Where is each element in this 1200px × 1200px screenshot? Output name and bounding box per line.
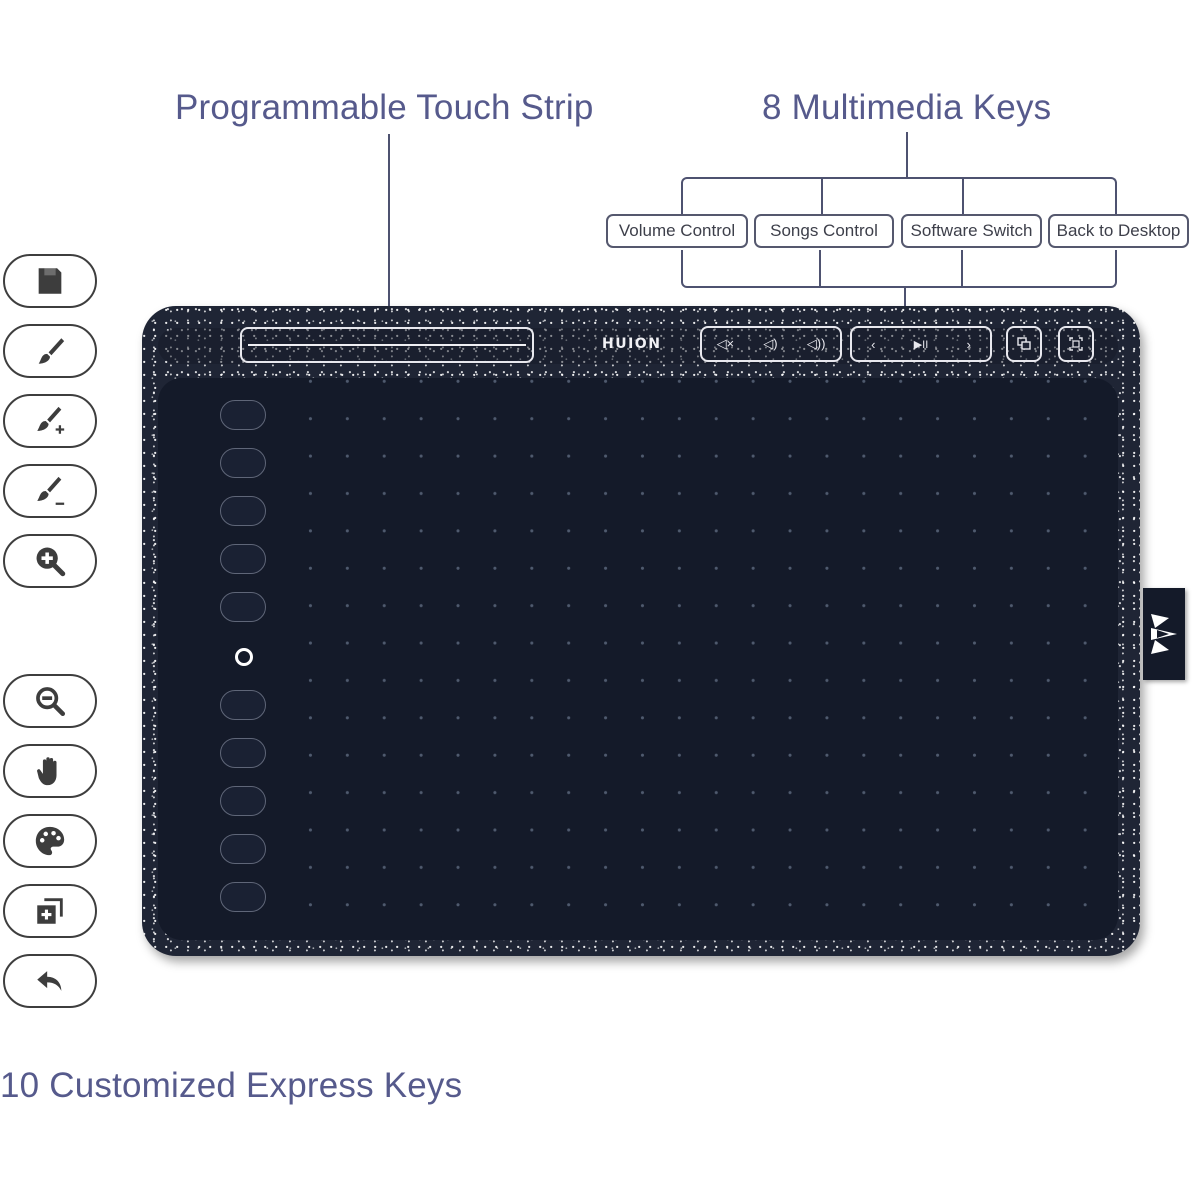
tablet-express-key[interactable]: [220, 496, 266, 526]
volume-down-icon[interactable]: ◁): [763, 336, 778, 351]
zoom-in-icon: [36, 547, 66, 577]
callout-songs-control: Songs Control: [754, 214, 894, 248]
tablet-express-key[interactable]: [220, 834, 266, 864]
callout-label: Software Switch: [910, 221, 1033, 240]
bracket-divider: [962, 178, 964, 214]
software-switch-key[interactable]: [1006, 326, 1042, 362]
bracket-divider: [821, 178, 823, 214]
express-key-brush-plus[interactable]: [3, 394, 97, 448]
callout-software-switch: Software Switch: [901, 214, 1042, 248]
tablet-express-key[interactable]: [220, 400, 266, 430]
express-key-hand[interactable]: [3, 744, 97, 798]
tablet-express-key[interactable]: [220, 786, 266, 816]
express-key-palette[interactable]: [3, 814, 97, 868]
multimedia-leader-top: [906, 132, 908, 178]
color-palette-icon: [35, 826, 65, 856]
express-key-brush-minus[interactable]: [3, 464, 97, 518]
callout-label: Volume Control: [618, 221, 736, 240]
tablet-express-key[interactable]: [220, 690, 266, 720]
tablet-express-key[interactable]: [220, 592, 266, 622]
brush-size-decrease-icon: [37, 476, 65, 505]
multimedia-bracket-top: [681, 177, 1117, 215]
touch-strip[interactable]: [240, 327, 534, 363]
tablet-express-key[interactable]: [220, 448, 266, 478]
huion-logo-icon: [1151, 614, 1177, 654]
touch-strip-leader-line: [388, 134, 390, 334]
tablet-express-key[interactable]: [220, 738, 266, 768]
zoom-out-icon: [36, 687, 66, 717]
tablet-express-key[interactable]: [220, 544, 266, 574]
multimedia-keys-title: 8 Multimedia Keys: [762, 88, 1052, 127]
next-icon[interactable]: ›: [966, 336, 971, 352]
previous-icon[interactable]: ‹: [871, 336, 876, 352]
express-key-zoom-in[interactable]: [3, 534, 97, 588]
center-indicator-ring: [235, 648, 253, 666]
callout-volume-control: Volume Control: [606, 214, 748, 248]
software-switch-icon: [1017, 337, 1031, 350]
express-keys-title: 10 Customized Express Keys: [0, 1066, 463, 1105]
play-pause-icon[interactable]: ▶II: [913, 338, 929, 351]
pen-holder-loop: [1143, 588, 1185, 680]
hand-pan-icon: [37, 757, 57, 786]
drawing-tablet: HUION ◁× ◁) ◁)) ‹ ▶II ›: [142, 306, 1140, 956]
touch-strip-title: Programmable Touch Strip: [175, 88, 594, 127]
song-key-group: ‹ ▶II ›: [850, 326, 992, 362]
multimedia-bracket-bottom: [681, 250, 1117, 288]
bracket-divider: [819, 250, 821, 286]
express-key-new-layer[interactable]: [3, 884, 97, 938]
save-icon: [38, 268, 62, 294]
undo-icon: [37, 971, 62, 991]
bracket-divider: [961, 250, 963, 286]
mute-icon[interactable]: ◁×: [716, 336, 735, 351]
tablet-express-key[interactable]: [220, 882, 266, 912]
back-to-desktop-icon: [1069, 337, 1083, 351]
brush-size-increase-icon: [37, 406, 65, 434]
express-key-undo[interactable]: [3, 954, 97, 1008]
callout-back-to-desktop: Back to Desktop: [1048, 214, 1189, 248]
callout-label: Back to Desktop: [1056, 221, 1181, 240]
back-to-desktop-key[interactable]: [1058, 326, 1094, 362]
express-key-zoom-out[interactable]: [3, 674, 97, 728]
callout-label: Songs Control: [770, 221, 878, 240]
express-key-brush[interactable]: [3, 324, 97, 378]
new-layer-icon: [37, 898, 63, 924]
express-key-save[interactable]: [3, 254, 97, 308]
brush-icon: [38, 338, 65, 364]
volume-up-icon[interactable]: ◁)): [806, 336, 826, 351]
touch-strip-bar: [248, 344, 526, 346]
volume-key-group: ◁× ◁) ◁)): [700, 326, 842, 362]
drawing-active-area[interactable]: [158, 378, 1118, 940]
top-key-panel: [158, 328, 1118, 364]
brand-logo: HUION: [602, 336, 662, 352]
